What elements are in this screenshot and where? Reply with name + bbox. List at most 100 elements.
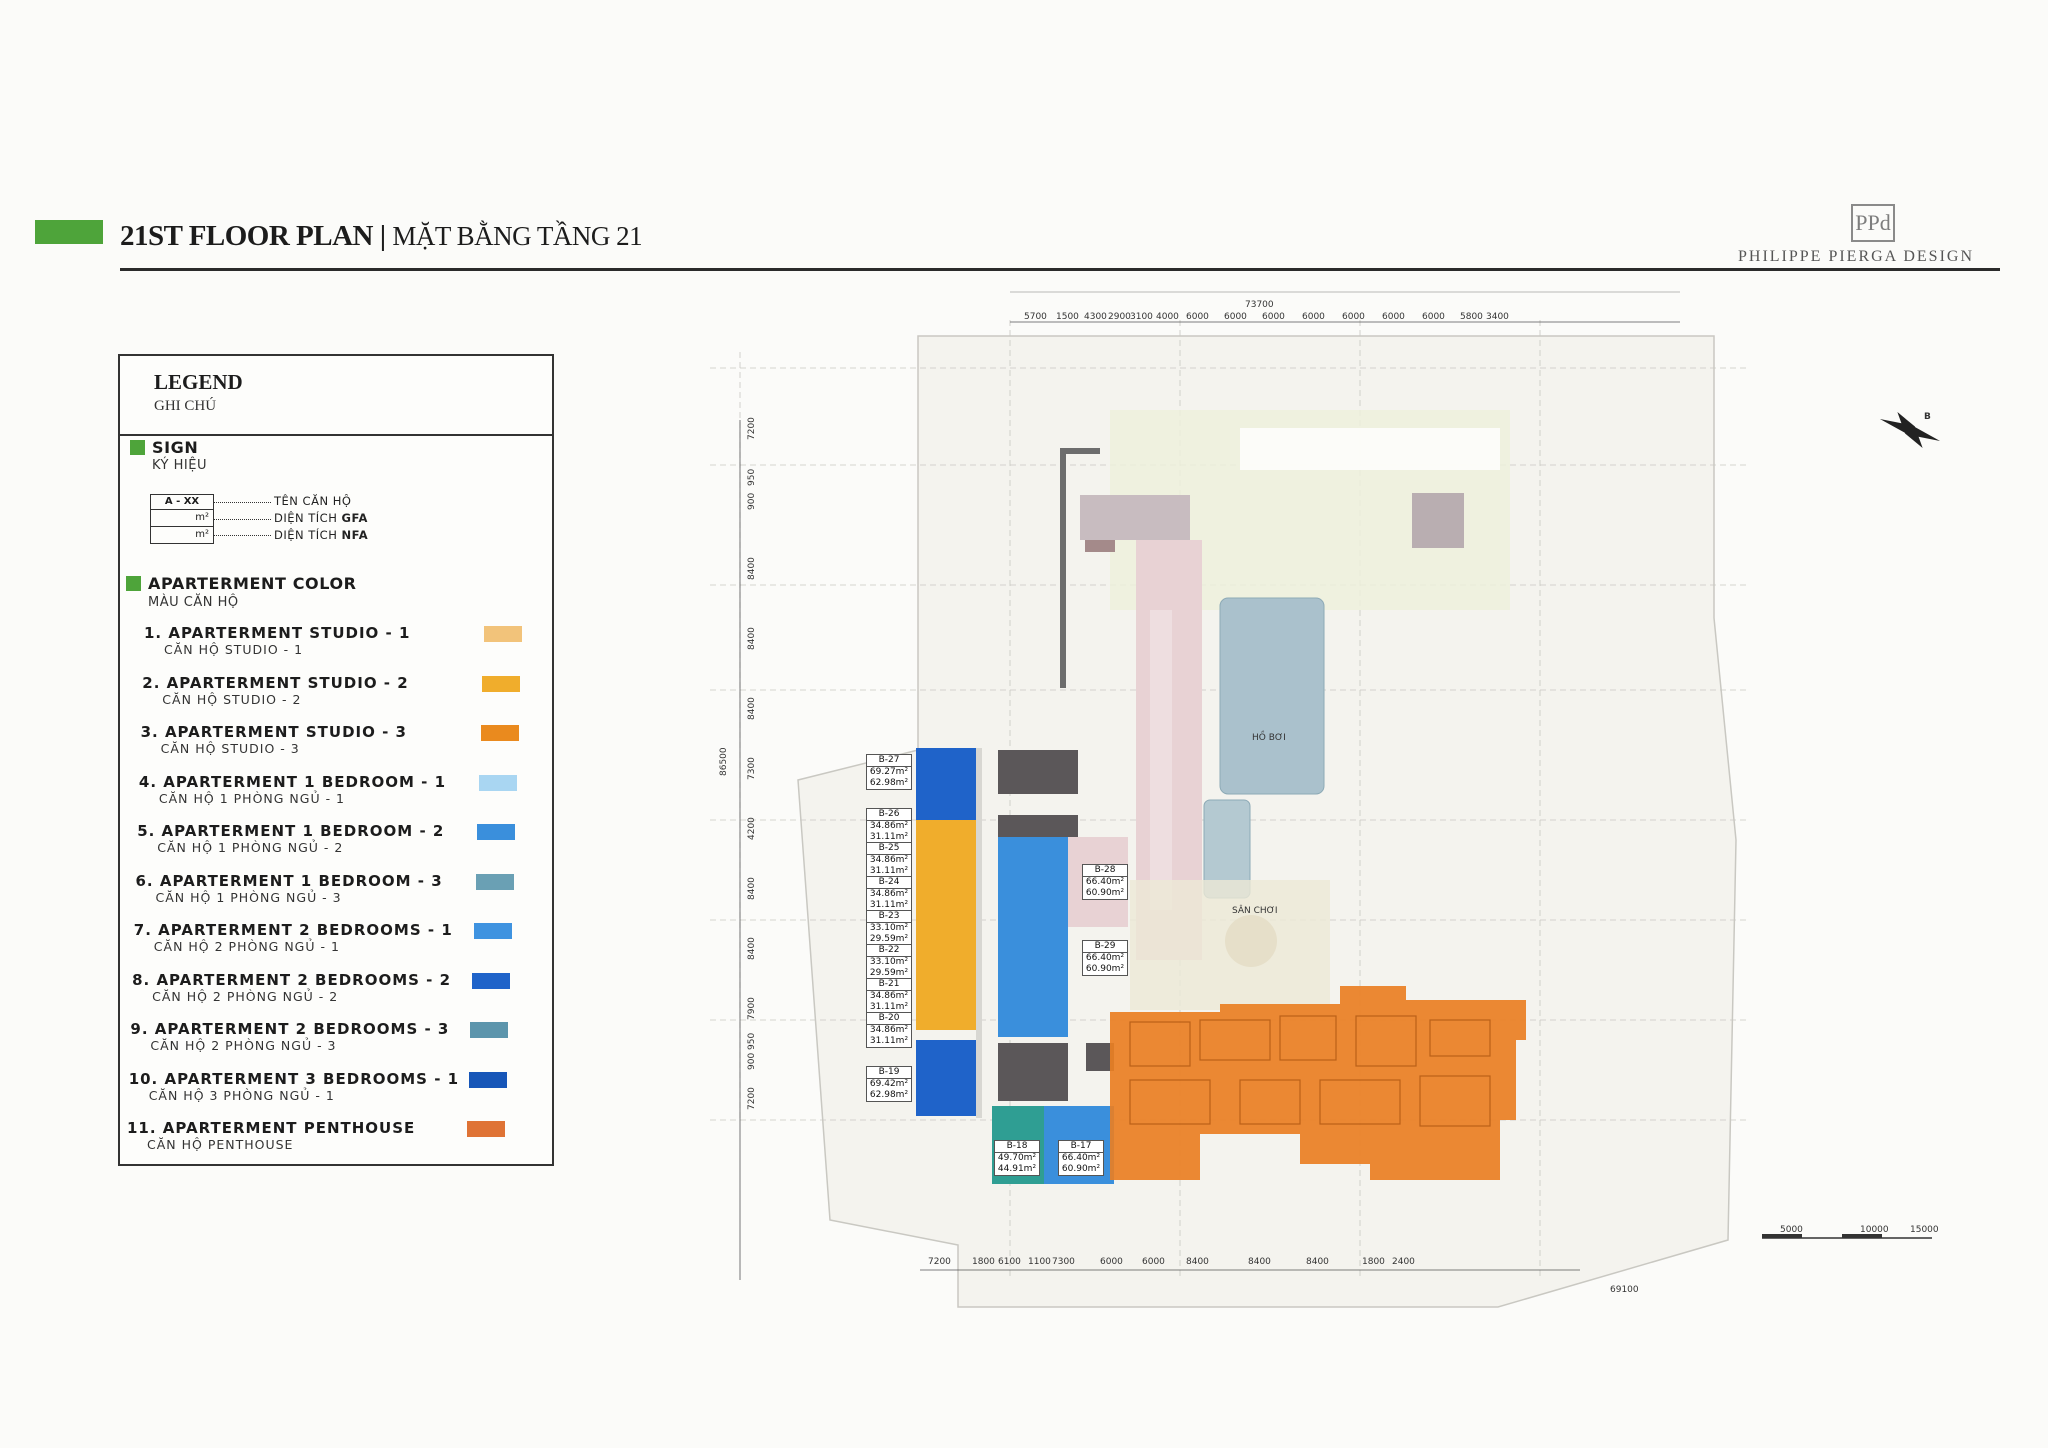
unit-tag-nfa: 31.11m² (869, 900, 909, 910)
legend-item-label: 11. APARTERMENT PENTHOUSE (127, 1119, 416, 1137)
unit-tag-nfa: 62.98m² (869, 778, 909, 788)
unit-b19-fill (916, 1040, 976, 1116)
dimension-label: 6000 (1186, 312, 1209, 322)
legend-item-sublabel: CĂN HỘ STUDIO - 2 (162, 691, 302, 707)
unit-tag-code: B-28 (1083, 865, 1127, 877)
unit-tag-nfa: 31.11m² (869, 832, 909, 842)
legend-item-sublabel: CĂN HỘ 1 PHÒNG NGỦ - 2 (157, 840, 344, 855)
title-vietnamese: MẶT BẰNG TẦNG 21 (392, 221, 643, 251)
north-label: B (1924, 412, 1931, 422)
legend-item-label: 4. APARTERMENT 1 BEDROOM - 1 (138, 772, 447, 791)
sign-note-name: TÊN CĂN HỘ (274, 494, 352, 508)
dimension-label: 6000 (1142, 1257, 1165, 1267)
dimension-label: 8400 (747, 557, 757, 580)
overall-dim-top: 73700 (1245, 300, 1274, 310)
unit-tag-nfa: 31.11m² (869, 1002, 909, 1012)
legend-panel: LEGEND GHI CHÚ SIGN KÝ HIỆU A - XX m² m²… (118, 354, 554, 1166)
dimension-label: 8400 (1306, 1257, 1329, 1267)
legend-item-sublabel: CĂN HỘ 2 PHÒNG NGỦ - 2 (152, 988, 339, 1004)
unit-b27-fill (916, 748, 976, 820)
overall-dim-bottom: 69100 (1610, 1285, 1639, 1295)
sign-note-gfa: DIỆN TÍCH GFA (274, 511, 368, 525)
sign-section-subtitle: KÝ HIỆU (152, 458, 207, 473)
unit-tag-gfa: 33.10m² (869, 957, 909, 967)
unit-tag-code: B-22 (867, 945, 911, 957)
unit-tag-code: B-21 (867, 979, 911, 991)
pool-label: HỒ BƠI (1252, 730, 1286, 743)
sign-box-gfa-unit: m² (195, 512, 209, 523)
brand-logo: PPd (1851, 204, 1895, 242)
unit-tag-code: B-27 (867, 755, 911, 767)
legend-item-label: 1. APARTERMENT STUDIO - 1 (144, 624, 411, 642)
dimension-label: 950 (747, 469, 757, 486)
legend-item-sublabel: CĂN HỘ 1 PHÒNG NGỦ - 1 (158, 790, 346, 806)
dimension-label: 7200 (928, 1257, 951, 1267)
legend-title: LEGEND (154, 370, 243, 394)
dimension-label: 8400 (747, 877, 757, 900)
unit-tag-code: B-20 (867, 1013, 911, 1025)
dimension-label: 15000 (1910, 1225, 1939, 1235)
unit-tag-code: B-29 (1083, 941, 1127, 953)
legend-subtitle: GHI CHÚ (154, 398, 217, 414)
dimension-label: 5000 (1780, 1225, 1803, 1235)
unit-tag-gfa: 34.86m² (869, 821, 909, 831)
unit-tag-gfa: 66.40m² (1085, 953, 1125, 963)
dimension-label: 1800 (1362, 1257, 1385, 1267)
north-block-square (1412, 493, 1464, 548)
unit-b29-fill (998, 947, 1068, 1037)
core-north (998, 750, 1078, 794)
dimension-label: 7900 (747, 997, 757, 1020)
dimension-label: 950 (747, 1033, 757, 1050)
legend-color-swatch (480, 725, 519, 741)
color-section-marker (126, 576, 141, 591)
unit-tag-gfa: 66.40m² (1061, 1153, 1101, 1163)
legend-color-swatch (467, 1121, 505, 1137)
floor-plan-svg: 73700 69100 86500 HỒ BƠI SÂN CHƠI B 5700… (710, 291, 1941, 1308)
unit-tag-code: B-24 (867, 877, 911, 889)
legend-item-sublabel: CĂN HỘ 3 PHÒNG NGỦ - 1 (148, 1087, 335, 1103)
dimension-label: 3100 (1130, 312, 1153, 322)
color-section-title: APARTERMENT COLOR (148, 574, 357, 593)
legend-color-swatch (475, 873, 514, 890)
legend-item-label: 3. APARTERMENT STUDIO - 3 (140, 723, 407, 741)
dimension-label: 8400 (747, 627, 757, 650)
dimension-label: 5800 (1460, 312, 1483, 322)
unit-tag-gfa: 34.86m² (869, 889, 909, 899)
scale-bar (1762, 1234, 1932, 1239)
unit-tag-nfa: 29.59m² (869, 968, 909, 978)
legend-color-swatch (470, 1022, 509, 1038)
legend-item-sublabel: CĂN HỘ STUDIO - 3 (160, 741, 300, 756)
sign-note-nfa: DIỆN TÍCH NFA (274, 528, 369, 542)
dimension-label: 7300 (747, 757, 757, 780)
legend-color-swatch (473, 923, 512, 939)
dimension-label: 6000 (1100, 1257, 1123, 1267)
unit-tag-gfa: 34.86m² (869, 1025, 909, 1035)
playground-label: SÂN CHƠI (1232, 904, 1278, 916)
sign-section-marker (130, 440, 145, 455)
unit-tag-code: B-26 (867, 809, 911, 821)
floor-plan-drawing: 73700 69100 86500 HỒ BƠI SÂN CHƠI B 5700… (680, 280, 2020, 1320)
legend-color-swatch (477, 824, 516, 840)
dimension-label: 6000 (1262, 312, 1285, 322)
dimension-label: 6100 (998, 1257, 1021, 1267)
unit-tag-gfa: 66.40m² (1085, 877, 1125, 887)
legend-color-swatch (478, 774, 517, 791)
dimension-label: 5700 (1024, 312, 1047, 322)
north-block-corner (1080, 495, 1190, 540)
unit-tag-code: B-25 (867, 843, 911, 855)
